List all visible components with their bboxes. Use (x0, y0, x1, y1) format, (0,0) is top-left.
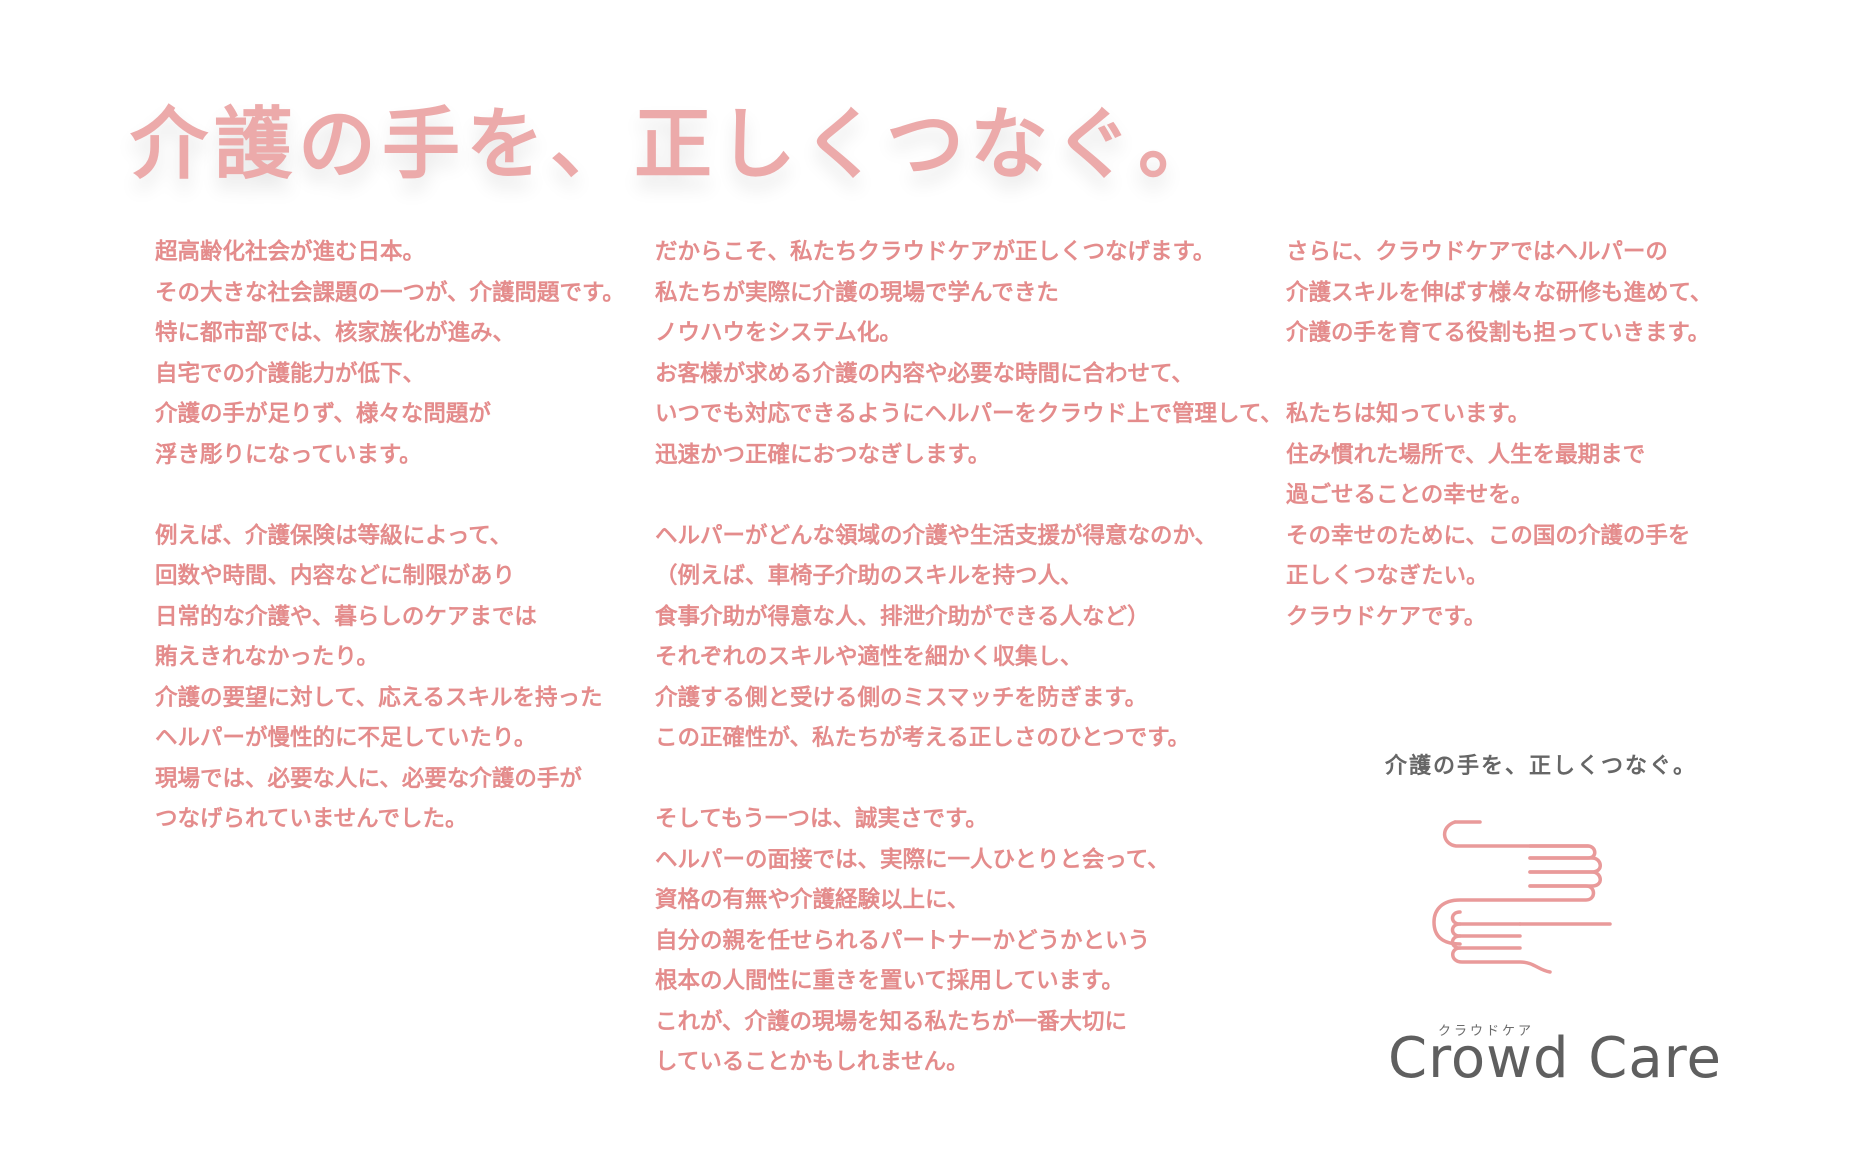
text-line: そしてもう一つは、誠実さです。 (655, 806, 988, 832)
text-line: 回数や時間、内容などに制限があり (155, 563, 516, 589)
text-line: 私たちは知っています。 (1286, 401, 1531, 427)
text-line: ヘルパーが慢性的に不足していたり。 (155, 725, 537, 751)
paragraph: 私たちは知っています。 住み慣れた場所で、人生を最期まで 過ごせることの幸せを。… (1286, 394, 1712, 637)
text-line: 特に都市部では、核家族化が進み、 (155, 320, 516, 346)
text-line: 介護の要望に対して、応えるスキルを持った (155, 684, 603, 711)
text-line: それぞれのスキルや適性を細かく収集し、 (655, 644, 1083, 670)
text-line: クラウドケアです。 (1286, 603, 1487, 630)
text-line: 資格の有無や介護経験以上に、 (655, 887, 970, 913)
text-line: 介護の手が足りず、様々な問題が (155, 401, 491, 427)
text-line: 住み慣れた場所で、人生を最期まで (1286, 441, 1646, 468)
text-line: 現場では、必要な人に、必要な介護の手が (155, 765, 582, 792)
text-line: 介護する側と受ける側のミスマッチを防ぎます。 (655, 684, 1148, 711)
text-line: 介護スキルを伸ばす様々な研修も進めて、 (1286, 279, 1713, 306)
paragraph: さらに、クラウドケアではヘルパーの 介護スキルを伸ばす様々な研修も進めて、 介護… (1286, 232, 1712, 354)
text-line: 私たちが実際に介護の現場で学んできた (655, 279, 1059, 306)
paragraph: 超高齢化社会が進む日本。 その大きな社会課題の一つが、介護問題です。 特に都市部… (155, 232, 625, 475)
text-line: これが、介護の現場を知る私たちが一番大切に (655, 1008, 1128, 1035)
brand-block: 介護の手を、正しくつなぐ。 クラウドケア Crowd Care (1370, 748, 1721, 1091)
paragraph: だからこそ、私たちクラウドケアが正しくつなげます。 私たちが実際に介護の現場で学… (655, 232, 1283, 475)
text-line: 例えば、介護保険は等級によって、 (155, 522, 513, 549)
text-line: ヘルパーの面接では、実際に一人ひとりと会って、 (655, 846, 1170, 873)
text-line: （例えば、車椅子介助のスキルを持つ人、 (655, 563, 1083, 589)
text-line: その大きな社会課題の一つが、介護問題です。 (155, 279, 625, 306)
brand-kana: クラウドケア (1438, 1024, 1535, 1039)
brand-wordmark: Crowd Care (1388, 1026, 1722, 1091)
text-line: 迅速かつ正確におつなぎします。 (655, 441, 991, 468)
brand-tagline: 介護の手を、正しくつなぐ。 (1385, 754, 1698, 779)
text-line: 介護の手を育てる役割も担っていきます。 (1286, 320, 1711, 346)
text-line: ノウハウをシステム化。 (655, 320, 902, 346)
text-line: していることかもしれません。 (655, 1049, 969, 1075)
text-line: ヘルパーがどんな領域の介護や生活支援が得意なのか、 (655, 522, 1218, 549)
text-line: 根本の人間性に重きを置いて採用しています。 (655, 968, 1124, 994)
hands-logo-icon (1432, 820, 1612, 974)
text-line: その幸せのために、この国の介護の手を (1286, 522, 1691, 549)
text-line: だからこそ、私たちクラウドケアが正しくつなげます。 (655, 239, 1216, 265)
paragraph: そしてもう一つは、誠実さです。 ヘルパーの面接では、実際に一人ひとりと会って、 … (655, 799, 1283, 1083)
text-line: 自宅での介護能力が低下、 (155, 360, 426, 387)
text-line: 賄えきれなかったり。 (155, 644, 379, 670)
paragraph: 例えば、介護保険は等級によって、 回数や時間、内容などに制限があり 日常的な介護… (155, 516, 625, 840)
text-line: さらに、クラウドケアではヘルパーの (1286, 239, 1668, 265)
text-line: 過ごせることの幸せを。 (1286, 482, 1534, 508)
text-line: いつでも対応できるようにヘルパーをクラウド上で管理して、 (655, 401, 1283, 427)
text-line: 浮き彫りになっています。 (155, 441, 422, 468)
text-line: 超高齢化社会が進む日本。 (155, 239, 426, 265)
copy-column-3: さらに、クラウドケアではヘルパーの 介護スキルを伸ばす様々な研修も進めて、 介護… (1286, 232, 1712, 637)
text-line: 正しくつなぎたい。 (1286, 563, 1489, 589)
text-line: 自分の親を任せられるパートナーかどうかという (655, 927, 1151, 954)
text-line: 日常的な介護や、暮らしのケアまでは (155, 603, 537, 630)
copy-column-1: 超高齢化社会が進む日本。 その大きな社会課題の一つが、介護問題です。 特に都市部… (155, 232, 625, 840)
text-line: つなげられていませんでした。 (155, 806, 468, 832)
page-headline: 介護の手を、正しくつなぐ。 (130, 100, 1223, 190)
copy-column-2: だからこそ、私たちクラウドケアが正しくつなげます。 私たちが実際に介護の現場で学… (655, 232, 1283, 1083)
text-line: この正確性が、私たちが考える正しさのひとつです。 (655, 725, 1191, 751)
paragraph: ヘルパーがどんな領域の介護や生活支援が得意なのか、 （例えば、車椅子介助のスキル… (655, 516, 1283, 759)
text-line: 食事介助が得意な人、排泄介助ができる人など） (655, 603, 1150, 630)
text-line: お客様が求める介護の内容や必要な時間に合わせて、 (655, 360, 1194, 387)
